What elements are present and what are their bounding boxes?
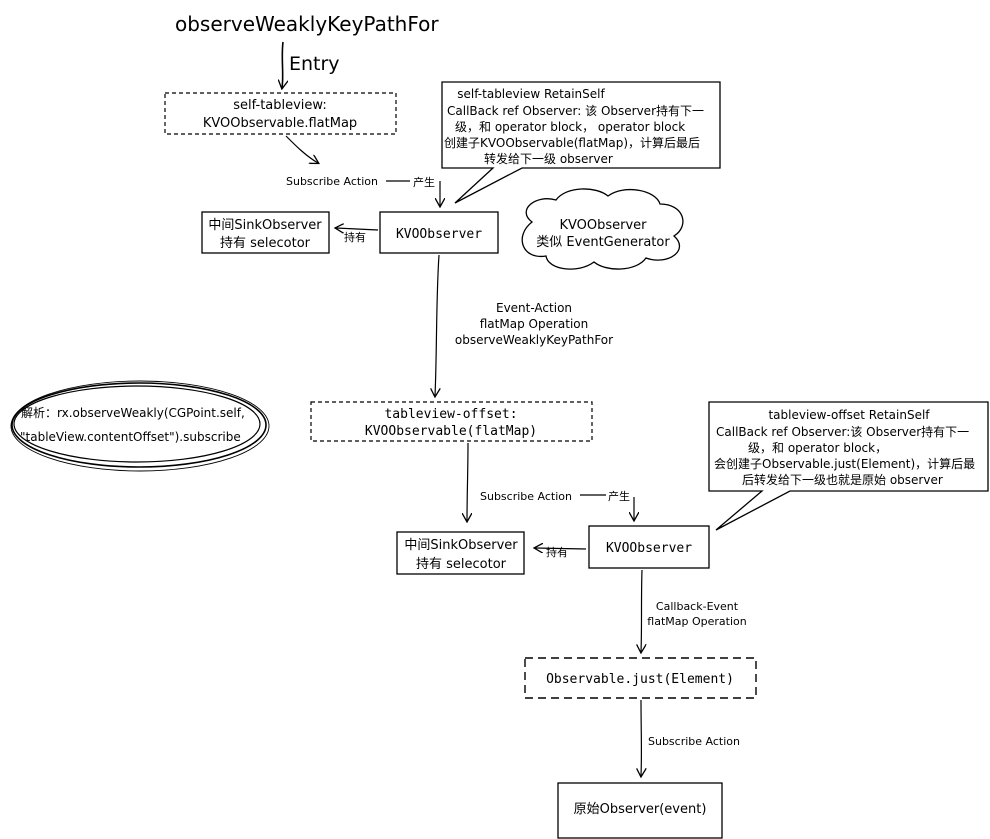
self-tableview-type: KVOObservable.flatMap (203, 116, 357, 131)
hold-arrow-2 (535, 548, 587, 549)
analysis-ellipse: 解析：rx.observeWeakly(CGPoint.self, "table… (10, 380, 270, 472)
retain-self-callout-2: tableview-offset RetainSelf CallBack ref… (708, 401, 989, 531)
subscribe-action-label-1: Subscribe Action (286, 175, 378, 188)
sink-observer-node-1: 中间SinkObserver 持有 selecotor (201, 211, 330, 254)
callout2-line5: 后转发给下一级也就是原始 observer (742, 472, 943, 487)
kvo-observer-node-1: KVOObserver (379, 211, 499, 254)
callback-event-line2: flatMap Operation (647, 615, 746, 628)
cloud-line1: KVOObserver (559, 218, 647, 233)
subscribe-action-label-2: Subscribe Action (480, 490, 572, 503)
callout1-line3: 级，和 operator block， operator block (455, 120, 685, 134)
self-tableview-node: self-tableview: KVOObservable.flatMap (164, 92, 397, 135)
original-observer-node: 原始Observer(event) (557, 782, 723, 839)
callback-event-line1: Callback-Event (656, 600, 739, 613)
event-action-line3: observeWeaklyKeyPathFor (455, 333, 613, 347)
produce-label-2: 产生 (608, 489, 630, 503)
event-action-line2: flatMap Operation (480, 317, 588, 331)
kvo-observer-1-label: KVOObserver (396, 227, 482, 242)
tableview-offset-node: tableview-offset: KVOObservable(flatMap) (310, 401, 593, 442)
callout1-line2: CallBack ref Observer: 该 Observer持有下一 (447, 103, 704, 118)
event-generator-cloud: KVOObserver 类似 EventGenerator (521, 188, 684, 270)
callout1-line5: 转发给下一级 observer (484, 151, 613, 166)
entry-label: Entry (289, 53, 340, 75)
self-tableview-label: self-tableview: (233, 98, 326, 113)
hold-label-1: 持有 (344, 230, 366, 244)
callback-event-arrow (641, 569, 642, 652)
hold-label-2: 持有 (546, 545, 568, 559)
kvo-observer-node-2: KVOObserver (588, 525, 710, 569)
callout2-line4: 会创建子Observable.just(Element)，计算后最 (714, 456, 975, 471)
sink2-line1: 中间SinkObserver (404, 538, 518, 553)
subscribe-action-label-3: Subscribe Action (648, 735, 740, 748)
produce-label-1: 产生 (413, 175, 435, 189)
observable-just-label: Observable.just(Element) (546, 672, 734, 687)
kvo-observer-2-label: KVOObserver (606, 541, 692, 556)
event-action-line1: Event-Action (496, 301, 572, 315)
callout2-line3: 级，和 operator block， (748, 441, 887, 455)
node1-to-subscribe-arrow (285, 135, 318, 163)
analysis-line1: 解析：rx.observeWeakly(CGPoint.self, (21, 406, 245, 420)
retain-self-callout-1: self-tableview RetainSelf CallBack ref O… (441, 81, 721, 204)
callout1-line1: self-tableview RetainSelf (457, 87, 605, 101)
node2-down-arrow (467, 442, 468, 521)
sink2-line2: 持有 selecotor (416, 557, 507, 572)
tableview-offset-type: KVOObservable(flatMap) (365, 424, 537, 439)
entry-arrow (282, 41, 283, 88)
original-observer-label: 原始Observer(event) (574, 802, 707, 817)
callout1-line4: 创建子KVOObservable(flatMap)，计算后最后 (444, 135, 700, 150)
observable-just-node: Observable.just(Element) (524, 657, 757, 699)
sink-observer-node-2: 中间SinkObserver 持有 selecotor (396, 531, 525, 575)
callout2-line2: CallBack ref Observer:该 Observer持有下一 (716, 424, 969, 439)
event-action-arrow (435, 254, 439, 396)
hold-arrow-1 (336, 228, 379, 230)
tableview-offset-label: tableview-offset: (384, 407, 517, 422)
cloud-line2: 类似 EventGenerator (536, 235, 670, 250)
sink1-line2: 持有 selecotor (220, 236, 311, 251)
sink1-line1: 中间SinkObserver (208, 218, 322, 233)
callout2-line1: tableview-offset RetainSelf (768, 408, 930, 422)
analysis-line2: "tableView.contentOffset").subscribe (20, 430, 241, 444)
diagram-title: observeWeaklyKeyPathFor (175, 12, 439, 36)
